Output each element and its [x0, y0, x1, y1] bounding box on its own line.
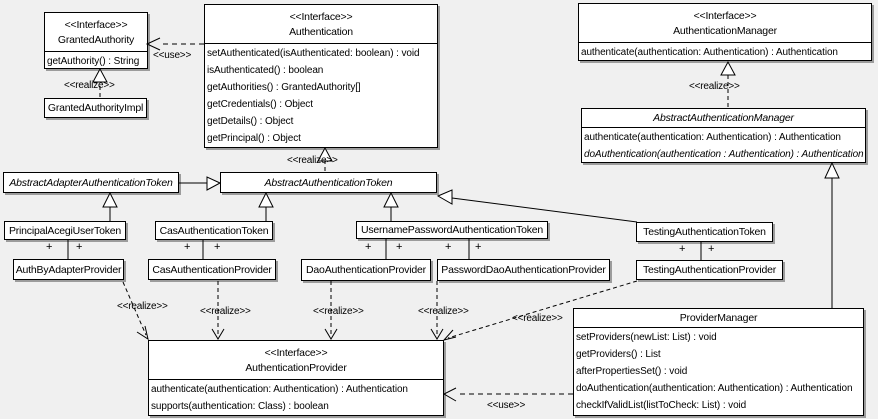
- method: setProviders(newList: List) : void: [576, 332, 717, 343]
- multiplicity-label: +: [76, 241, 83, 253]
- class-name: AbstractAdapterAuthenticationToken: [9, 176, 173, 189]
- class-authentication-provider[interactable]: <<Interface>> AuthenticationProvider aut…: [148, 340, 444, 416]
- realize-label: <<realize>>: [512, 313, 563, 324]
- generalization-cas-token: [258, 191, 274, 221]
- use-arrow-authentication-to-granted-authority: [145, 37, 204, 51]
- stereotype: <<Interface>>: [264, 347, 328, 359]
- class-name: UsernamePasswordAuthenticationToken: [360, 224, 544, 236]
- class-name: TestingAuthenticationToken: [643, 226, 766, 238]
- stereotype: <<Interface>>: [289, 11, 353, 23]
- multiplicity-label: +: [445, 241, 452, 253]
- multiplicity-label: +: [679, 243, 686, 255]
- class-name: AbstractAuthenticationManager: [653, 112, 794, 124]
- method: supports(authentication: Class) : boolea…: [151, 401, 329, 412]
- class-name: DaoAuthenticationProvider: [306, 264, 426, 276]
- class-name: PasswordDaoAuthenticationProvider: [441, 264, 606, 276]
- generalization-username-password-token: [383, 191, 399, 221]
- multiplicity-label: +: [214, 241, 221, 253]
- class-name: CasAuthenticationProvider: [152, 263, 272, 276]
- method: doAuthentication(authentication: Authent…: [576, 383, 853, 394]
- class-password-dao-authentication-provider[interactable]: PasswordDaoAuthenticationProvider: [437, 259, 610, 281]
- multiplicity-label: +: [184, 241, 191, 253]
- class-dao-authentication-provider[interactable]: DaoAuthenticationProvider: [301, 259, 431, 281]
- method: isAuthenticated() : boolean: [207, 65, 324, 76]
- method: getPrincipal() : Object: [207, 133, 301, 144]
- class-abstract-authentication-token[interactable]: AbstractAuthenticationToken: [220, 172, 437, 193]
- multiplicity-label: +: [396, 241, 403, 253]
- multiplicity-label: +: [708, 243, 715, 255]
- multiplicity-label: +: [46, 241, 53, 253]
- method: setAuthenticated(isAuthenticated: boolea…: [207, 48, 420, 59]
- realize-label: <<realize>>: [64, 80, 115, 91]
- class-cas-authentication-provider[interactable]: CasAuthenticationProvider: [148, 259, 276, 280]
- class-name: AuthByAdapterProvider: [15, 263, 122, 276]
- class-name: GrantedAuthority: [57, 34, 135, 46]
- realize-label: <<realize>>: [313, 306, 364, 317]
- use-label: <<use>>: [153, 50, 192, 61]
- method: getAuthority() : String: [47, 56, 140, 67]
- method: getAuthorities() : GrantedAuthority[]: [207, 82, 361, 93]
- class-name: GrantedAuthorityImpl: [47, 102, 144, 114]
- generalization-principal-acegi-user-token: [102, 191, 118, 221]
- realize-label: <<realize>>: [287, 155, 338, 166]
- generalization-testing-token: [436, 189, 638, 223]
- class-abstract-adapter-authentication-token[interactable]: AbstractAdapterAuthenticationToken: [3, 172, 179, 193]
- method: doAuthentication(authentication : Authen…: [584, 149, 864, 160]
- class-name: TestingAuthenticationProvider: [642, 264, 777, 276]
- multiplicity-label: +: [475, 241, 482, 253]
- class-name: AbstractAuthenticationToken: [264, 176, 393, 189]
- stereotype: <<Interface>>: [64, 19, 128, 31]
- class-cas-authentication-token[interactable]: CasAuthenticationToken: [155, 221, 273, 240]
- class-name: AuthenticationProvider: [245, 362, 347, 374]
- realize-label: <<realize>>: [418, 306, 469, 317]
- class-abstract-authentication-manager[interactable]: AbstractAuthenticationManager authentica…: [581, 108, 866, 163]
- method: authenticate(authentication: Authenticat…: [584, 132, 841, 143]
- class-username-password-authentication-token[interactable]: UsernamePasswordAuthenticationToken: [356, 221, 548, 239]
- method: authenticate(authentication: Authenticat…: [151, 384, 408, 395]
- class-testing-authentication-token[interactable]: TestingAuthenticationToken: [636, 222, 773, 242]
- realize-label: <<realize>>: [200, 306, 251, 317]
- generalization-adapter-token: [179, 176, 222, 191]
- class-testing-authentication-provider[interactable]: TestingAuthenticationProvider: [636, 260, 783, 280]
- class-name: ProviderManager: [679, 312, 758, 324]
- method: afterPropertiesSet() : void: [576, 366, 688, 377]
- method: getCredentials() : Object: [207, 99, 313, 110]
- class-name: Authentication: [289, 26, 353, 38]
- class-name: CasAuthenticationToken: [159, 224, 269, 237]
- method: checkIfValidList(listToCheck: List) : vo…: [576, 400, 747, 411]
- method: getDetails() : Object: [207, 116, 294, 127]
- class-authentication-manager[interactable]: <<Interface>> AuthenticationManager auth…: [578, 3, 872, 61]
- class-principal-acegi-user-token[interactable]: PrincipalAcegiUserToken: [4, 221, 126, 240]
- class-granted-authority[interactable]: <<Interface>> GrantedAuthority getAuthor…: [44, 12, 148, 69]
- method: authenticate(authentication: Authenticat…: [581, 47, 838, 58]
- use-label: <<use>>: [487, 400, 526, 411]
- class-granted-authority-impl[interactable]: GrantedAuthorityImpl: [44, 98, 147, 118]
- multiplicity-label: +: [365, 241, 372, 253]
- class-name: PrincipalAcegiUserToken: [8, 224, 122, 237]
- class-authentication[interactable]: <<Interface>> Authentication setAuthenti…: [204, 4, 438, 148]
- generalization-provider-manager: [824, 161, 840, 308]
- realize-label: <<realize>>: [117, 301, 168, 312]
- class-name: AuthenticationManager: [673, 25, 777, 37]
- stereotype: <<Interface>>: [693, 10, 757, 22]
- class-provider-manager[interactable]: ProviderManager setProviders(newList: Li…: [573, 308, 864, 416]
- method: getProviders() : List: [576, 349, 661, 360]
- class-auth-by-adapter-provider[interactable]: AuthByAdapterProvider: [13, 259, 124, 280]
- realize-label: <<realize>>: [689, 81, 740, 92]
